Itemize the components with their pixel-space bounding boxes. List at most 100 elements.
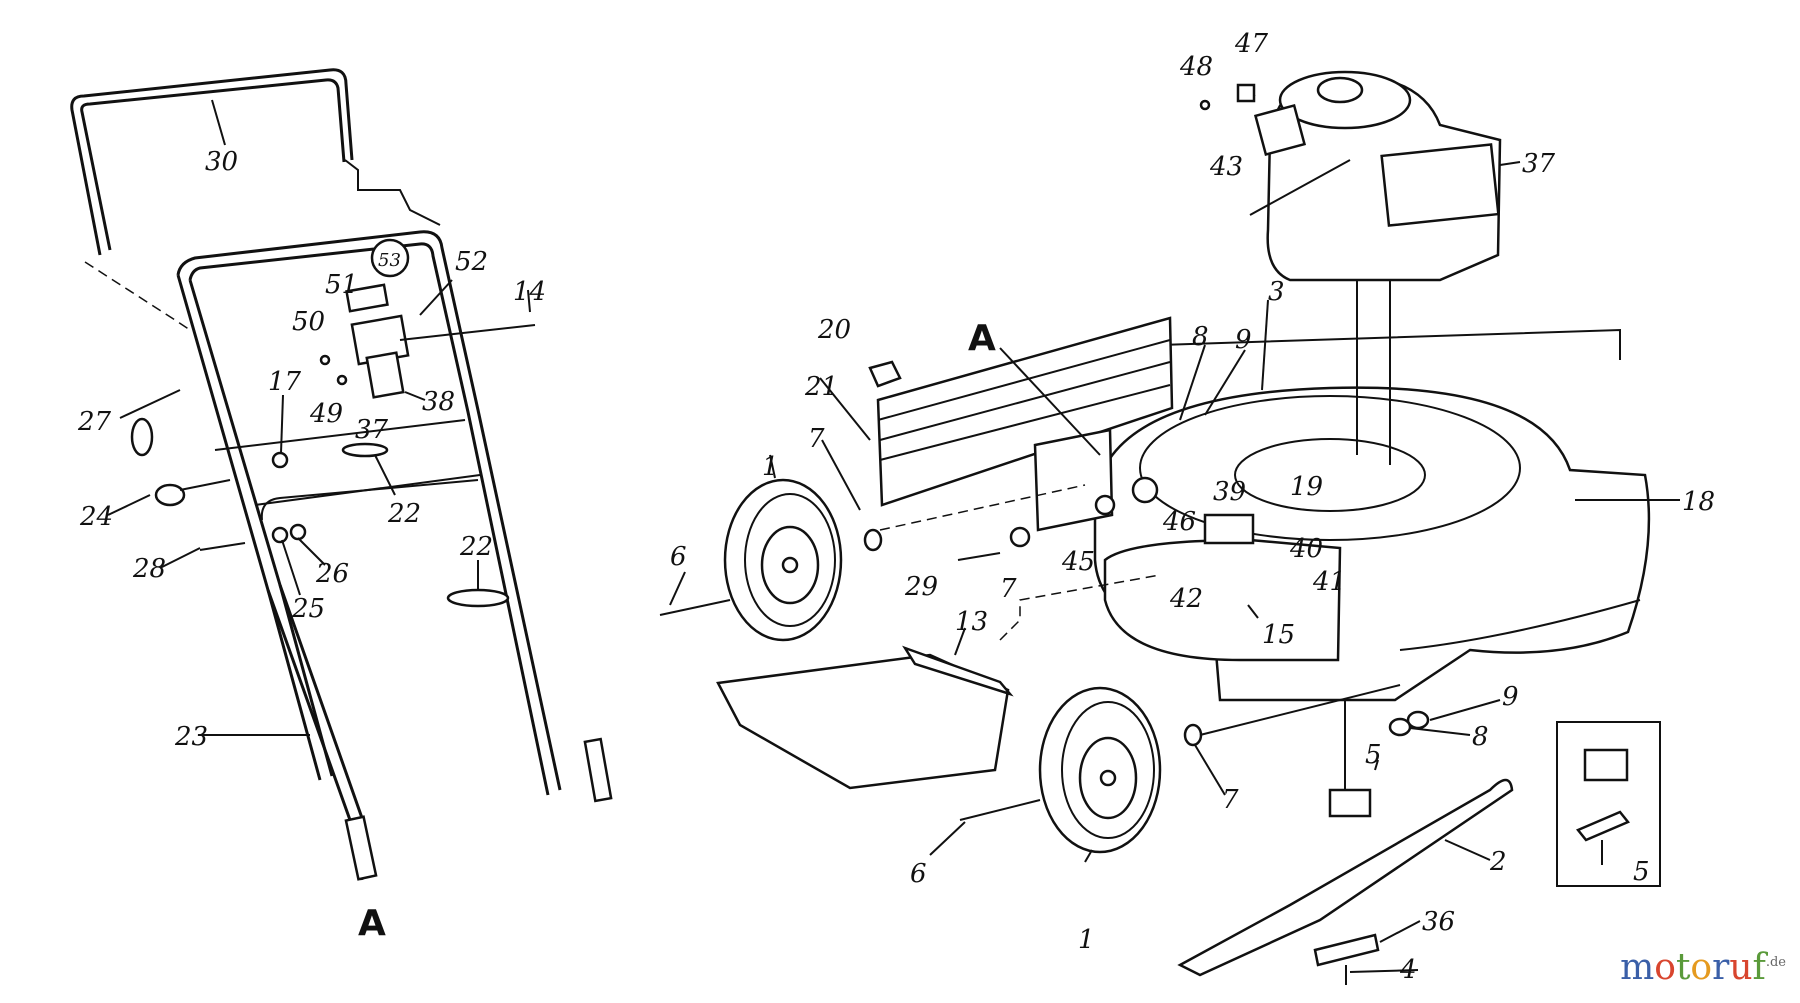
front-axle-bracket — [1103, 538, 1342, 662]
part-20-bracket — [868, 360, 902, 388]
inset-adapter — [1583, 748, 1629, 782]
axle-bracket — [1033, 428, 1114, 532]
front-wheel-center — [1099, 769, 1117, 787]
label-22a: 22 — [387, 499, 421, 529]
label-36: 36 — [1422, 907, 1455, 937]
lever-body — [365, 351, 405, 399]
label-45: 45 — [1061, 547, 1095, 577]
leader-21 — [819, 377, 871, 441]
label-38: 38 — [422, 387, 455, 417]
leader-26 — [297, 537, 326, 566]
watermark-letter: f — [1752, 947, 1766, 988]
leader-36 — [1379, 920, 1421, 943]
mower-deck — [819, 299, 1680, 702]
rear-flap-rib-1 — [877, 339, 1171, 421]
leader-4 — [1349, 969, 1419, 973]
part-47-clip — [1236, 83, 1256, 103]
watermark-logo: motoruf.de — [1620, 947, 1786, 988]
leader-30 — [211, 99, 226, 146]
label-13: 13 — [955, 607, 988, 637]
handle-assembly: 53 — [70, 68, 613, 881]
label-19: 19 — [1290, 472, 1323, 502]
part-26-nut — [289, 523, 307, 541]
part-7c-washer — [1183, 723, 1203, 747]
leader-52 — [419, 279, 453, 316]
deck-skirt — [1399, 599, 1641, 651]
cable — [344, 159, 441, 226]
leader-24 — [107, 494, 151, 516]
part-25-washer — [271, 526, 289, 544]
part-6a-bolt — [659, 599, 731, 616]
leader-2 — [1444, 839, 1491, 861]
part-17-nut — [271, 451, 289, 469]
leader-9b — [1429, 699, 1501, 721]
label-41: 41 — [1312, 567, 1346, 597]
part-49-screw — [336, 374, 348, 386]
label-27: 27 — [77, 407, 112, 437]
leader-17 — [280, 394, 284, 454]
part-labels: 30 27 24 28 23 17 22 22 25 26 49 50 51 5… — [77, 29, 1715, 985]
label-6a: 6 — [670, 542, 687, 572]
engine-cap — [1316, 76, 1364, 104]
leader-15 — [1247, 604, 1259, 619]
label-25: 25 — [291, 594, 325, 624]
rear-wheel-center — [781, 556, 799, 574]
part-45-spacer — [1094, 494, 1116, 516]
leader-1b — [1084, 849, 1093, 863]
label-A-left: A — [358, 903, 386, 944]
leader-25 — [281, 539, 301, 596]
part-53-ring — [370, 238, 410, 278]
label-47: 47 — [1234, 29, 1269, 59]
label-24: 24 — [79, 502, 113, 532]
inset-plate — [1575, 810, 1631, 842]
label-5-inset: 5 — [1633, 857, 1650, 887]
part-2-blade — [1177, 778, 1514, 977]
label-29: 29 — [904, 572, 938, 602]
part-22a-clip — [341, 442, 389, 458]
label-22b: 22 — [459, 532, 493, 562]
label-20: 20 — [817, 315, 851, 345]
leader-7a — [821, 439, 861, 511]
leader-1a — [769, 454, 776, 479]
label-28: 28 — [132, 554, 166, 584]
part-22b-clip — [446, 588, 510, 608]
right-handle-bracket — [583, 737, 613, 803]
label-9a: 9 — [1235, 325, 1252, 355]
label-43: 43 — [1209, 152, 1243, 182]
middle-handle-left-inner — [188, 279, 334, 777]
engine-shroud — [1253, 103, 1307, 157]
leader-38 — [404, 391, 426, 401]
leader-5a — [1374, 759, 1379, 771]
label-17: 17 — [268, 367, 302, 397]
label-A-center: A — [968, 318, 996, 359]
label-51: 51 — [325, 270, 358, 300]
inset-frame — [1556, 721, 1661, 887]
label-6b: 6 — [910, 859, 927, 889]
part-46-bolt — [1131, 476, 1159, 504]
part-40-adjuster — [1203, 513, 1255, 545]
watermark-text: motoruf — [1620, 947, 1766, 988]
middle-handle-right — [176, 230, 562, 791]
part-7b-washer — [1009, 526, 1031, 548]
part-8b-washer — [1388, 717, 1412, 737]
part-24-bolt — [179, 479, 231, 491]
leader-6a — [669, 571, 686, 606]
inset-box — [1556, 721, 1661, 887]
watermark-letter: u — [1729, 947, 1753, 988]
label-37a: 37 — [355, 415, 389, 445]
axle-dashline — [879, 484, 1086, 531]
label-15: 15 — [1262, 620, 1295, 650]
part-48-screw — [1199, 99, 1211, 111]
part-53-text: 53 — [378, 250, 401, 271]
label-48: 48 — [1179, 52, 1213, 82]
upper-cross-bar — [214, 419, 466, 451]
leader-7c — [1194, 744, 1226, 796]
watermark-domain: .de — [1765, 955, 1786, 970]
engine-air-filter — [1380, 143, 1500, 227]
label-5a: 5 — [1365, 740, 1382, 770]
label-7a: 7 — [808, 424, 825, 454]
label-7c: 7 — [1222, 785, 1239, 815]
label-9b: 9 — [1502, 682, 1519, 712]
part-36-plate — [1313, 933, 1380, 967]
